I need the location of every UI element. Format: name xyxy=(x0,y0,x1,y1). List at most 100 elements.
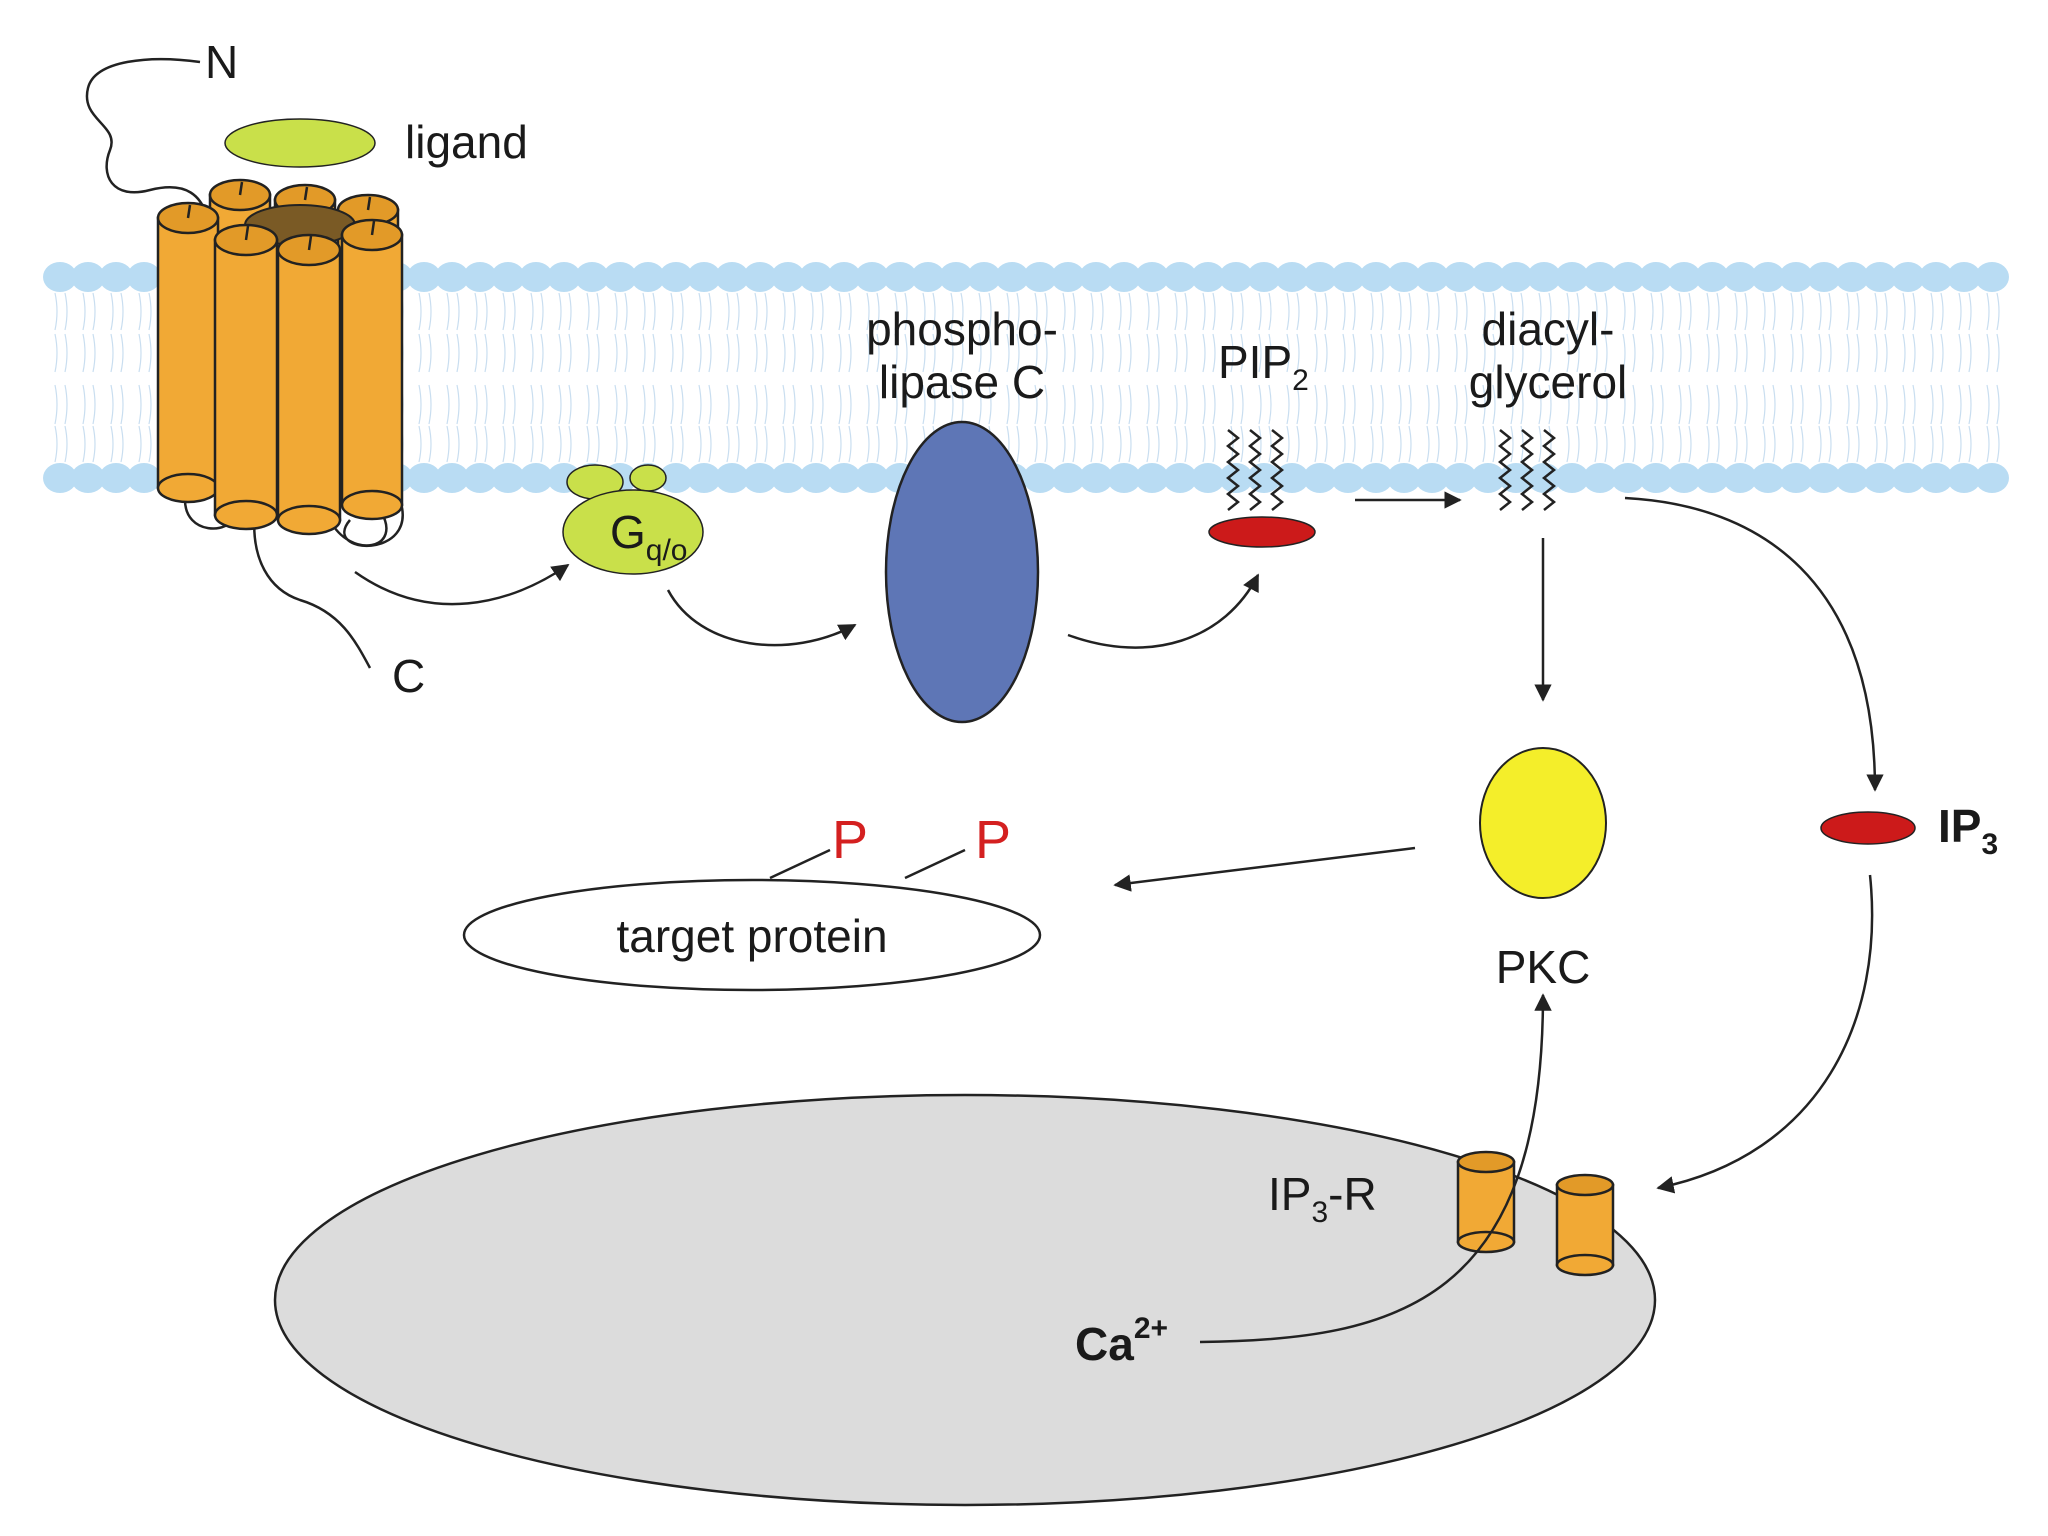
lipid-tail xyxy=(866,333,880,373)
lipid-head xyxy=(1639,262,1673,292)
lipid-tail xyxy=(1510,425,1524,463)
lipid-tail xyxy=(1174,333,1188,373)
lipid-tail xyxy=(698,333,712,373)
lipid-head xyxy=(1275,463,1309,493)
lipid-tail xyxy=(1678,292,1692,331)
lipid-head xyxy=(855,262,889,292)
lipid-tail xyxy=(1286,292,1300,331)
lipid-head xyxy=(1359,463,1393,493)
lipid-tail xyxy=(586,425,600,463)
lipid-head xyxy=(71,463,105,493)
lipid-head xyxy=(435,463,469,493)
phosphate-bond-2 xyxy=(904,848,966,880)
lipid-tail xyxy=(698,384,712,425)
lipid-tail xyxy=(614,292,628,331)
lipid-tail xyxy=(1146,292,1160,331)
lipid-tail xyxy=(1006,333,1020,373)
lipid-tail xyxy=(1454,292,1468,331)
lipid-tail xyxy=(1930,384,1944,425)
lipid-tail xyxy=(1062,333,1076,373)
lipid-tail xyxy=(1202,384,1216,425)
lipid-tail xyxy=(1846,384,1860,425)
pkc-shape xyxy=(1479,747,1607,899)
g-protein-label: Gq/o xyxy=(610,506,688,567)
lipid-head xyxy=(1219,262,1253,292)
lipid-head xyxy=(715,463,749,493)
lipid-tail xyxy=(1930,333,1944,373)
lipid-tail xyxy=(922,292,936,331)
lipid-tail xyxy=(810,333,824,373)
lipid-tail xyxy=(642,384,656,425)
lipid-head xyxy=(1835,463,1869,493)
lipid-tail xyxy=(474,333,488,373)
lipid-tail xyxy=(1006,384,1020,425)
lipid-tail xyxy=(1314,425,1328,463)
lipid-head xyxy=(1443,262,1477,292)
lipid-tail xyxy=(866,425,880,463)
lipid-tail xyxy=(474,292,488,331)
lipid-head xyxy=(1695,463,1729,493)
lipid-tail xyxy=(1314,292,1328,331)
lipid-tail xyxy=(838,292,852,331)
lipid-tail xyxy=(782,292,796,331)
lipid-head xyxy=(1023,262,1057,292)
lipid-head xyxy=(771,463,805,493)
lipid-head xyxy=(127,463,161,493)
lipid-tail xyxy=(1650,292,1664,331)
lipid-tail xyxy=(1818,425,1832,463)
phosphate-label-1: P xyxy=(832,810,868,870)
lipid-tail xyxy=(726,425,740,463)
lipid-tail xyxy=(1594,292,1608,331)
lipid-head xyxy=(883,262,917,292)
lipid-tail xyxy=(1734,333,1748,373)
lipid-tail xyxy=(110,292,124,331)
lipid-tail xyxy=(1174,292,1188,331)
lipid-head xyxy=(1163,262,1197,292)
lipid-tail xyxy=(1370,333,1384,373)
lipid-tail xyxy=(1398,292,1412,331)
lipid-tail xyxy=(726,292,740,331)
lipid-tail xyxy=(1510,384,1524,425)
ip3-receptor-label: IP3-R xyxy=(1268,1168,1377,1229)
lipid-head xyxy=(71,262,105,292)
lipid-head xyxy=(1191,262,1225,292)
lipid-tail xyxy=(1146,425,1160,463)
lipid-tail xyxy=(1230,384,1244,425)
lipid-head xyxy=(1947,262,1981,292)
lipid-tail xyxy=(1398,384,1412,425)
lipid-head xyxy=(1751,262,1785,292)
lipid-tail xyxy=(474,425,488,463)
lipid-tail xyxy=(1426,333,1440,373)
lipid-head xyxy=(1807,262,1841,292)
lipid-tail xyxy=(1510,333,1524,373)
ip3-receptor-channels xyxy=(1456,1150,1615,1277)
lipid-tail xyxy=(530,384,544,425)
lipid-tail xyxy=(138,384,152,425)
lipid-head xyxy=(1611,463,1645,493)
lipid-head xyxy=(1919,262,1953,292)
lipid-tail xyxy=(530,333,544,373)
lipid-tail xyxy=(110,425,124,463)
lipid-tail xyxy=(1342,384,1356,425)
lipid-tail xyxy=(586,384,600,425)
lipid-tail xyxy=(1958,425,1972,463)
lipid-head xyxy=(1947,463,1981,493)
lipid-head xyxy=(575,262,609,292)
lipid-tail xyxy=(1958,292,1972,331)
lipid-head xyxy=(407,262,441,292)
lipid-tail xyxy=(1790,292,1804,331)
lipid-head xyxy=(1723,262,1757,292)
lipid-tail xyxy=(670,384,684,425)
lipid-tail xyxy=(1594,333,1608,373)
lipid-tail xyxy=(502,333,516,373)
lipid-tail xyxy=(754,333,768,373)
lipid-tail xyxy=(642,333,656,373)
lipid-tail xyxy=(1454,384,1468,425)
lipid-head xyxy=(1807,463,1841,493)
lipid-tail xyxy=(110,333,124,373)
lipid-tail xyxy=(670,292,684,331)
lipid-tail xyxy=(1090,425,1104,463)
lipid-tail xyxy=(1062,425,1076,463)
ligand-shape xyxy=(224,118,376,168)
